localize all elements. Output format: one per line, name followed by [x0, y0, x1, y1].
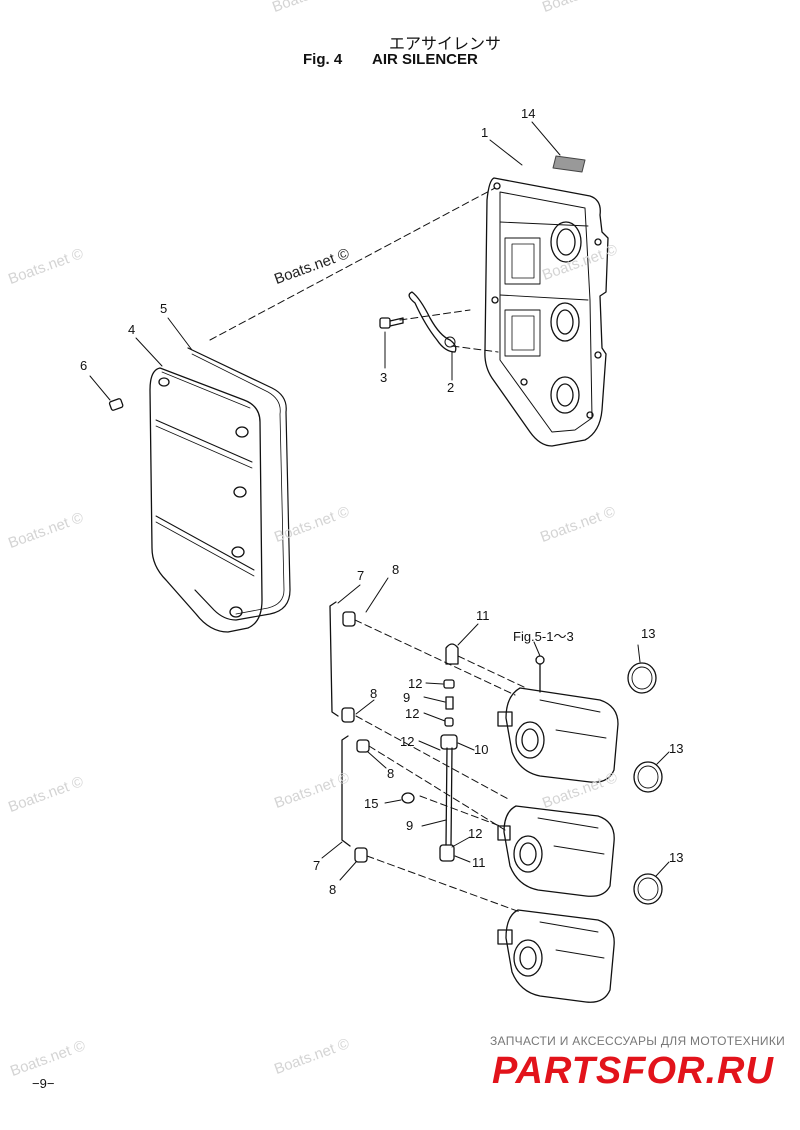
title-japanese: エアサイレンサ: [388, 34, 501, 53]
callout-4: 4: [128, 322, 136, 337]
figure-title: AIR SILENCER: [372, 51, 478, 68]
callout-11: 11: [472, 855, 486, 870]
carburetor-1: [497, 655, 619, 783]
callout-7: 7: [313, 858, 321, 873]
carburetor-2: [497, 805, 615, 897]
callout-3: 3: [380, 370, 388, 385]
throttle-linkage: [401, 643, 459, 862]
hose-clamp: [408, 291, 457, 353]
callout-8: 8: [387, 766, 395, 781]
figure-reference: Fig.5-1～3: [513, 629, 574, 644]
callout-15: 15: [364, 796, 379, 811]
callout-13: 13: [669, 850, 684, 865]
callout-14: 14: [521, 106, 536, 121]
link-rod-upper: [329, 601, 339, 717]
page-number: −9−: [32, 1076, 55, 1091]
silencer-case: [484, 177, 609, 447]
callout-12: 12: [405, 706, 420, 721]
ad-logo: PARTSFOR.RU: [492, 1050, 774, 1092]
o-rings: [627, 662, 663, 905]
callout-12: 12: [468, 826, 483, 841]
callout-6: 6: [80, 358, 88, 373]
screw: [108, 398, 124, 411]
alignment-lines-lower: [354, 619, 527, 913]
callout-13: 13: [669, 741, 684, 756]
callout-8: 8: [392, 562, 400, 577]
callout-7: 7: [357, 568, 365, 583]
callout-10: 10: [474, 742, 489, 757]
gasket: [187, 347, 291, 621]
link-rod-lower: [341, 735, 351, 847]
figure-label: Fig. 4: [303, 51, 343, 68]
link-joints: [341, 611, 370, 863]
callout-2: 2: [447, 380, 455, 395]
label-decal: [552, 155, 586, 173]
callout-5: 5: [160, 301, 168, 316]
alignment-lines-upper: [209, 187, 499, 353]
callout-8: 8: [370, 686, 378, 701]
callout-1: 1: [481, 125, 489, 140]
silencer-cover: [149, 367, 263, 633]
leader-lines: [89, 121, 670, 881]
callout-8: 8: [329, 882, 337, 897]
bolt: [379, 317, 404, 329]
callout-12: 12: [408, 676, 423, 691]
ad-tagline: ЗАПЧАСТИ И АКСЕССУАРЫ ДЛЯ МОТОТЕХНИКИ: [490, 1034, 786, 1048]
callout-11: 11: [476, 608, 490, 623]
callout-13: 13: [641, 626, 656, 641]
carburetor-3: [497, 909, 615, 1003]
callout-9: 9: [403, 690, 411, 705]
callout-12: 12: [400, 734, 415, 749]
callout-9: 9: [406, 818, 414, 833]
